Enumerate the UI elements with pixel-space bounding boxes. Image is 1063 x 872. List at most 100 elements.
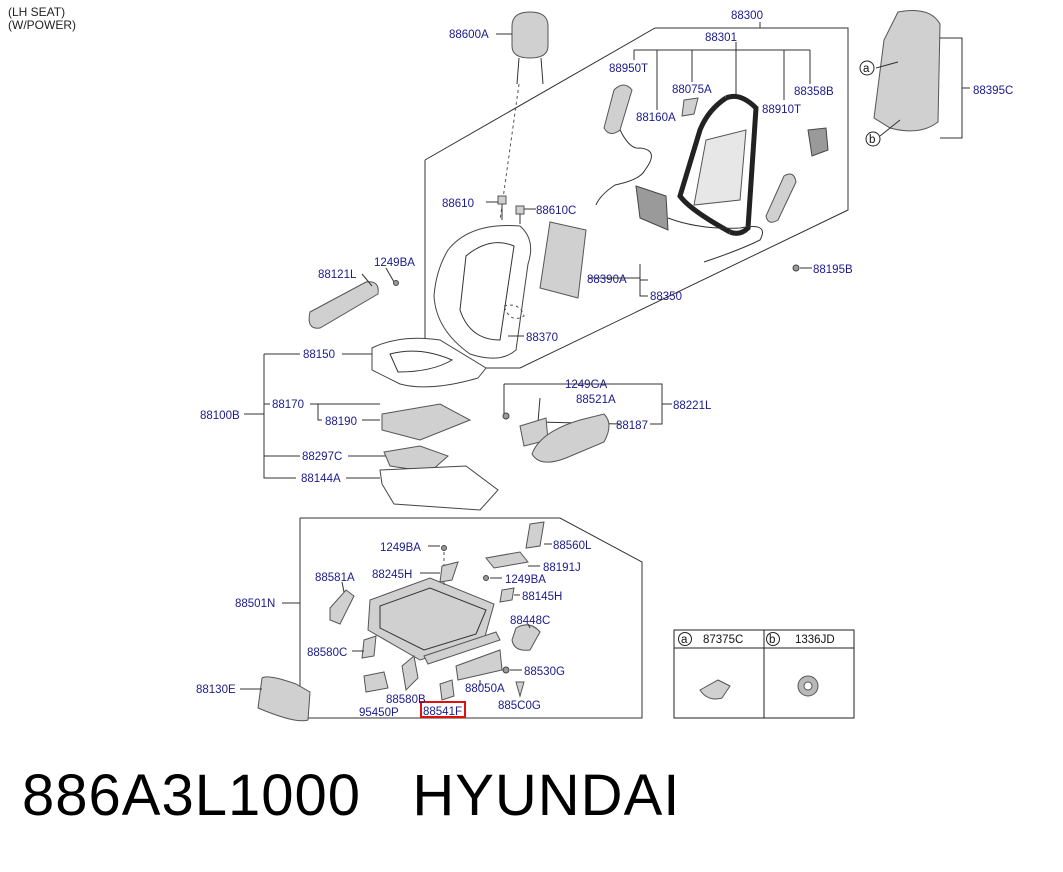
- bracket-88560L[interactable]: [525, 521, 545, 549]
- label-88221L: 88221L: [673, 400, 712, 412]
- clip-885C0G[interactable]: [515, 681, 525, 698]
- footer-background: [0, 730, 1063, 872]
- backrest-cover[interactable]: [433, 225, 532, 359]
- label-88144A: 88144A: [301, 473, 341, 485]
- side-panel-right[interactable]: [765, 173, 797, 223]
- legend-a-letter: a: [681, 634, 688, 646]
- cover-88050A[interactable]: [455, 649, 503, 681]
- cover-88580C[interactable]: [361, 635, 377, 659]
- clip-87375C-icon: [699, 679, 731, 700]
- headrest-guide-lock[interactable]: [515, 205, 525, 215]
- cushion-cover[interactable]: [371, 337, 487, 388]
- screw-1249BA-top: [393, 280, 399, 286]
- label-88160A: 88160A: [636, 112, 676, 124]
- legend-table: a 87375C b 1336JD: [673, 629, 855, 719]
- bracket-88358B[interactable]: [807, 127, 829, 157]
- label-88610: 88610: [442, 198, 474, 210]
- label-88560L: 88560L: [553, 540, 592, 552]
- label-88530G: 88530G: [524, 666, 565, 678]
- backrest-pad[interactable]: [635, 185, 669, 231]
- backrest-heater-pad[interactable]: [539, 221, 587, 299]
- label-88501N: 88501N: [235, 598, 275, 610]
- callout-b-text: b: [869, 134, 875, 146]
- label-88130E: 88130E: [196, 684, 236, 696]
- label-88245H: 88245H: [372, 569, 412, 581]
- highlight-box-88541F: [420, 701, 466, 718]
- label-88521A: 88521A: [576, 394, 616, 406]
- legend-b-part: 1336JD: [795, 634, 835, 646]
- label-1249GA: 1249GA: [565, 379, 608, 391]
- knee-pad-88130E[interactable]: [257, 676, 311, 722]
- label-88395C: 88395C: [973, 85, 1013, 97]
- label-88121L: 88121L: [318, 269, 357, 281]
- label-88190: 88190: [325, 416, 357, 428]
- label-88541F[interactable]: 88541F: [423, 706, 462, 718]
- screw-1249GA: [502, 412, 510, 420]
- label-88195B: 88195B: [813, 264, 853, 276]
- label-88580C: 88580C: [307, 647, 347, 659]
- seat-back-assembly: [424, 11, 849, 369]
- label-88950T: 88950T: [609, 63, 648, 75]
- side-cover-88187[interactable]: [531, 413, 610, 463]
- footer-brand: HYUNDAI: [412, 763, 681, 828]
- label-88600A: 88600A: [449, 29, 489, 41]
- label-88580B: 88580B: [386, 694, 426, 706]
- label-88610C: 88610C: [536, 205, 576, 217]
- label-88187: 88187: [616, 420, 648, 432]
- clip-88530G[interactable]: [502, 666, 510, 674]
- label-88390A: 88390A: [587, 274, 627, 286]
- label-88581A: 88581A: [315, 572, 355, 584]
- label-88075A: 88075A: [672, 84, 712, 96]
- cushion-pad-88144A[interactable]: [379, 465, 499, 511]
- label-88050A: 88050A: [465, 683, 505, 695]
- motor-88581A[interactable]: [329, 589, 355, 625]
- label-88297C: 88297C: [302, 451, 342, 463]
- side-shield-88121L[interactable]: [308, 281, 379, 329]
- label-88150: 88150: [303, 349, 335, 361]
- callout-a-top: a: [859, 60, 875, 76]
- label-88300: 88300: [731, 10, 763, 22]
- label-88350: 88350: [650, 291, 682, 303]
- label-1249BA-top: 1249BA: [374, 257, 415, 269]
- cushion-heater-pad[interactable]: [381, 403, 472, 441]
- callout-b-top: b: [865, 131, 881, 147]
- label-1249BA-mid: 1249BA: [380, 542, 421, 554]
- legend-a-part: 87375C: [703, 634, 743, 646]
- bracket-88145H[interactable]: [499, 587, 515, 603]
- label-885C0G: 885C0G: [498, 700, 541, 712]
- screw-1249BA-lower: [483, 575, 489, 581]
- lumbar-clip[interactable]: [681, 97, 699, 117]
- cover-88580B[interactable]: [401, 655, 419, 692]
- label-88358B: 88358B: [794, 86, 834, 98]
- legend-b-letter: b: [769, 634, 775, 646]
- cushion-assembly: [244, 337, 499, 511]
- label-88145H: 88145H: [522, 591, 562, 603]
- label-88370: 88370: [526, 332, 558, 344]
- bracket-88245H[interactable]: [439, 561, 459, 583]
- backrest-trim-inset: [873, 10, 970, 139]
- headrest-guide[interactable]: [497, 195, 507, 205]
- track-rail[interactable]: [423, 631, 501, 665]
- label-1249BA-lower: 1249BA: [505, 574, 546, 586]
- switch-95450P[interactable]: [363, 671, 389, 693]
- label-88301: 88301: [705, 32, 737, 44]
- label-95450P: 95450P: [359, 707, 399, 719]
- footer-part-number: 886A3L1000: [22, 763, 361, 828]
- headrest[interactable]: [511, 11, 549, 85]
- bolt-88195B[interactable]: [792, 264, 800, 272]
- header-lh-seat: (LH SEAT): [8, 5, 66, 19]
- motor-88448C[interactable]: [511, 624, 541, 651]
- screw-1249BA-mid: [441, 545, 447, 551]
- label-88910T: 88910T: [762, 104, 801, 116]
- backrest-frame[interactable]: [677, 93, 759, 236]
- header-w-power: (W/POWER): [8, 18, 76, 32]
- side-panel-left[interactable]: [603, 84, 633, 134]
- cushion-pad-88297C[interactable]: [383, 445, 449, 473]
- harness-88191J[interactable]: [485, 551, 529, 569]
- callout-a-text: a: [863, 63, 870, 75]
- footer-caption: 886A3L1000 HYUNDAI: [22, 762, 680, 829]
- side-cover-assembly: [502, 383, 672, 463]
- label-88170: 88170: [272, 399, 304, 411]
- part-88541F[interactable]: [439, 679, 455, 701]
